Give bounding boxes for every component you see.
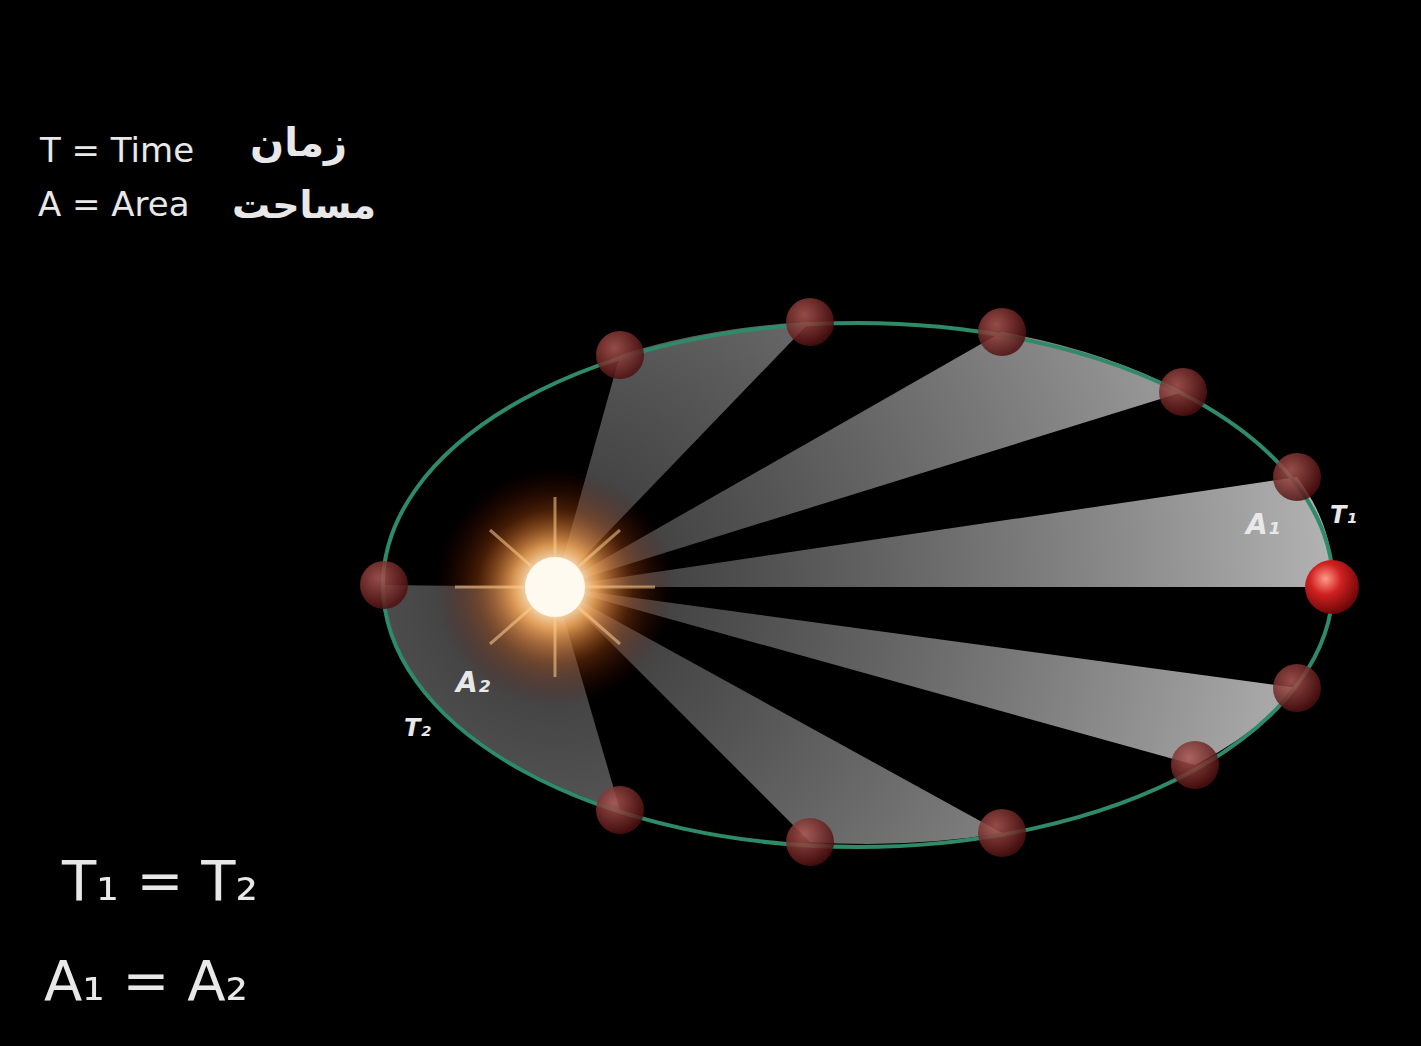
swept-areas [384, 322, 1332, 844]
time-label: T₁ [1330, 502, 1357, 528]
equation: T₁ = T₂ [62, 850, 258, 912]
planet [1305, 560, 1359, 614]
orbit-ellipse [383, 323, 1333, 847]
planet-positions [360, 298, 1321, 866]
legend-text: مساحت [232, 185, 376, 227]
sun [435, 467, 675, 707]
area-label: A₁ [1246, 510, 1280, 541]
area-label: A₂ [456, 668, 490, 699]
legend-text: A = Area [38, 186, 190, 223]
legend-text: زمان [250, 120, 347, 164]
legend-text: T = Time [40, 132, 194, 169]
equation: A₁ = A₂ [44, 950, 248, 1012]
time-label: T₂ [404, 715, 431, 741]
